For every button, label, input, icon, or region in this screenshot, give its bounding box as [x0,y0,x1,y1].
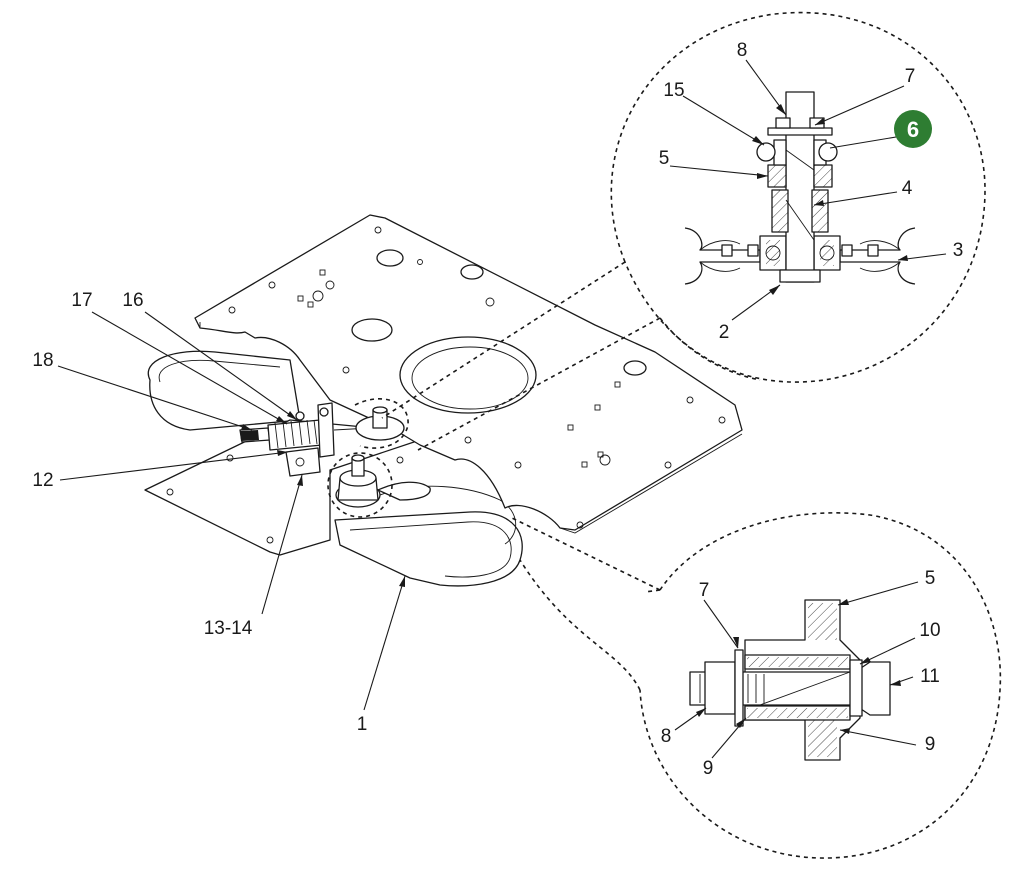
callout-2: 2 [719,322,730,343]
callout-13-14: 13-14 [204,618,253,639]
callout-6-highlight-badge[interactable]: 6 [894,110,932,148]
idler-pulley-upper [355,406,405,441]
bottom-detail-view [511,512,1002,859]
callout-4: 4 [902,178,913,199]
callout-7-top: 7 [905,66,916,87]
callout-9-left: 9 [703,758,714,779]
callout-17: 17 [71,290,92,311]
callout-9-right: 9 [925,734,936,755]
leader-lines [57,59,947,759]
center-opening [399,336,537,414]
belt [147,350,523,587]
callout-1: 1 [357,714,368,735]
callout-10: 10 [919,620,940,641]
callout-12: 12 [32,470,53,491]
callout-15: 15 [663,80,684,101]
callout-5-top: 5 [659,148,670,169]
callout-18: 18 [32,350,53,371]
callout-6: 6 [907,117,919,142]
callout-8-bottom: 8 [661,726,672,747]
callout-16: 16 [122,290,143,311]
callout-3: 3 [953,240,964,261]
spring-tensioner [239,402,371,477]
callout-7-bottom: 7 [699,580,710,601]
callout-8-top: 8 [737,40,748,61]
leader-arrowheads [241,104,908,734]
top-detail-view [381,11,986,451]
callout-labels: 8 7 15 5 4 3 2 17 16 18 12 13-14 1 7 5 1… [32,40,963,779]
callout-5-bottom: 5 [925,568,936,589]
callout-11: 11 [920,666,940,687]
deck-assembly [144,214,743,587]
